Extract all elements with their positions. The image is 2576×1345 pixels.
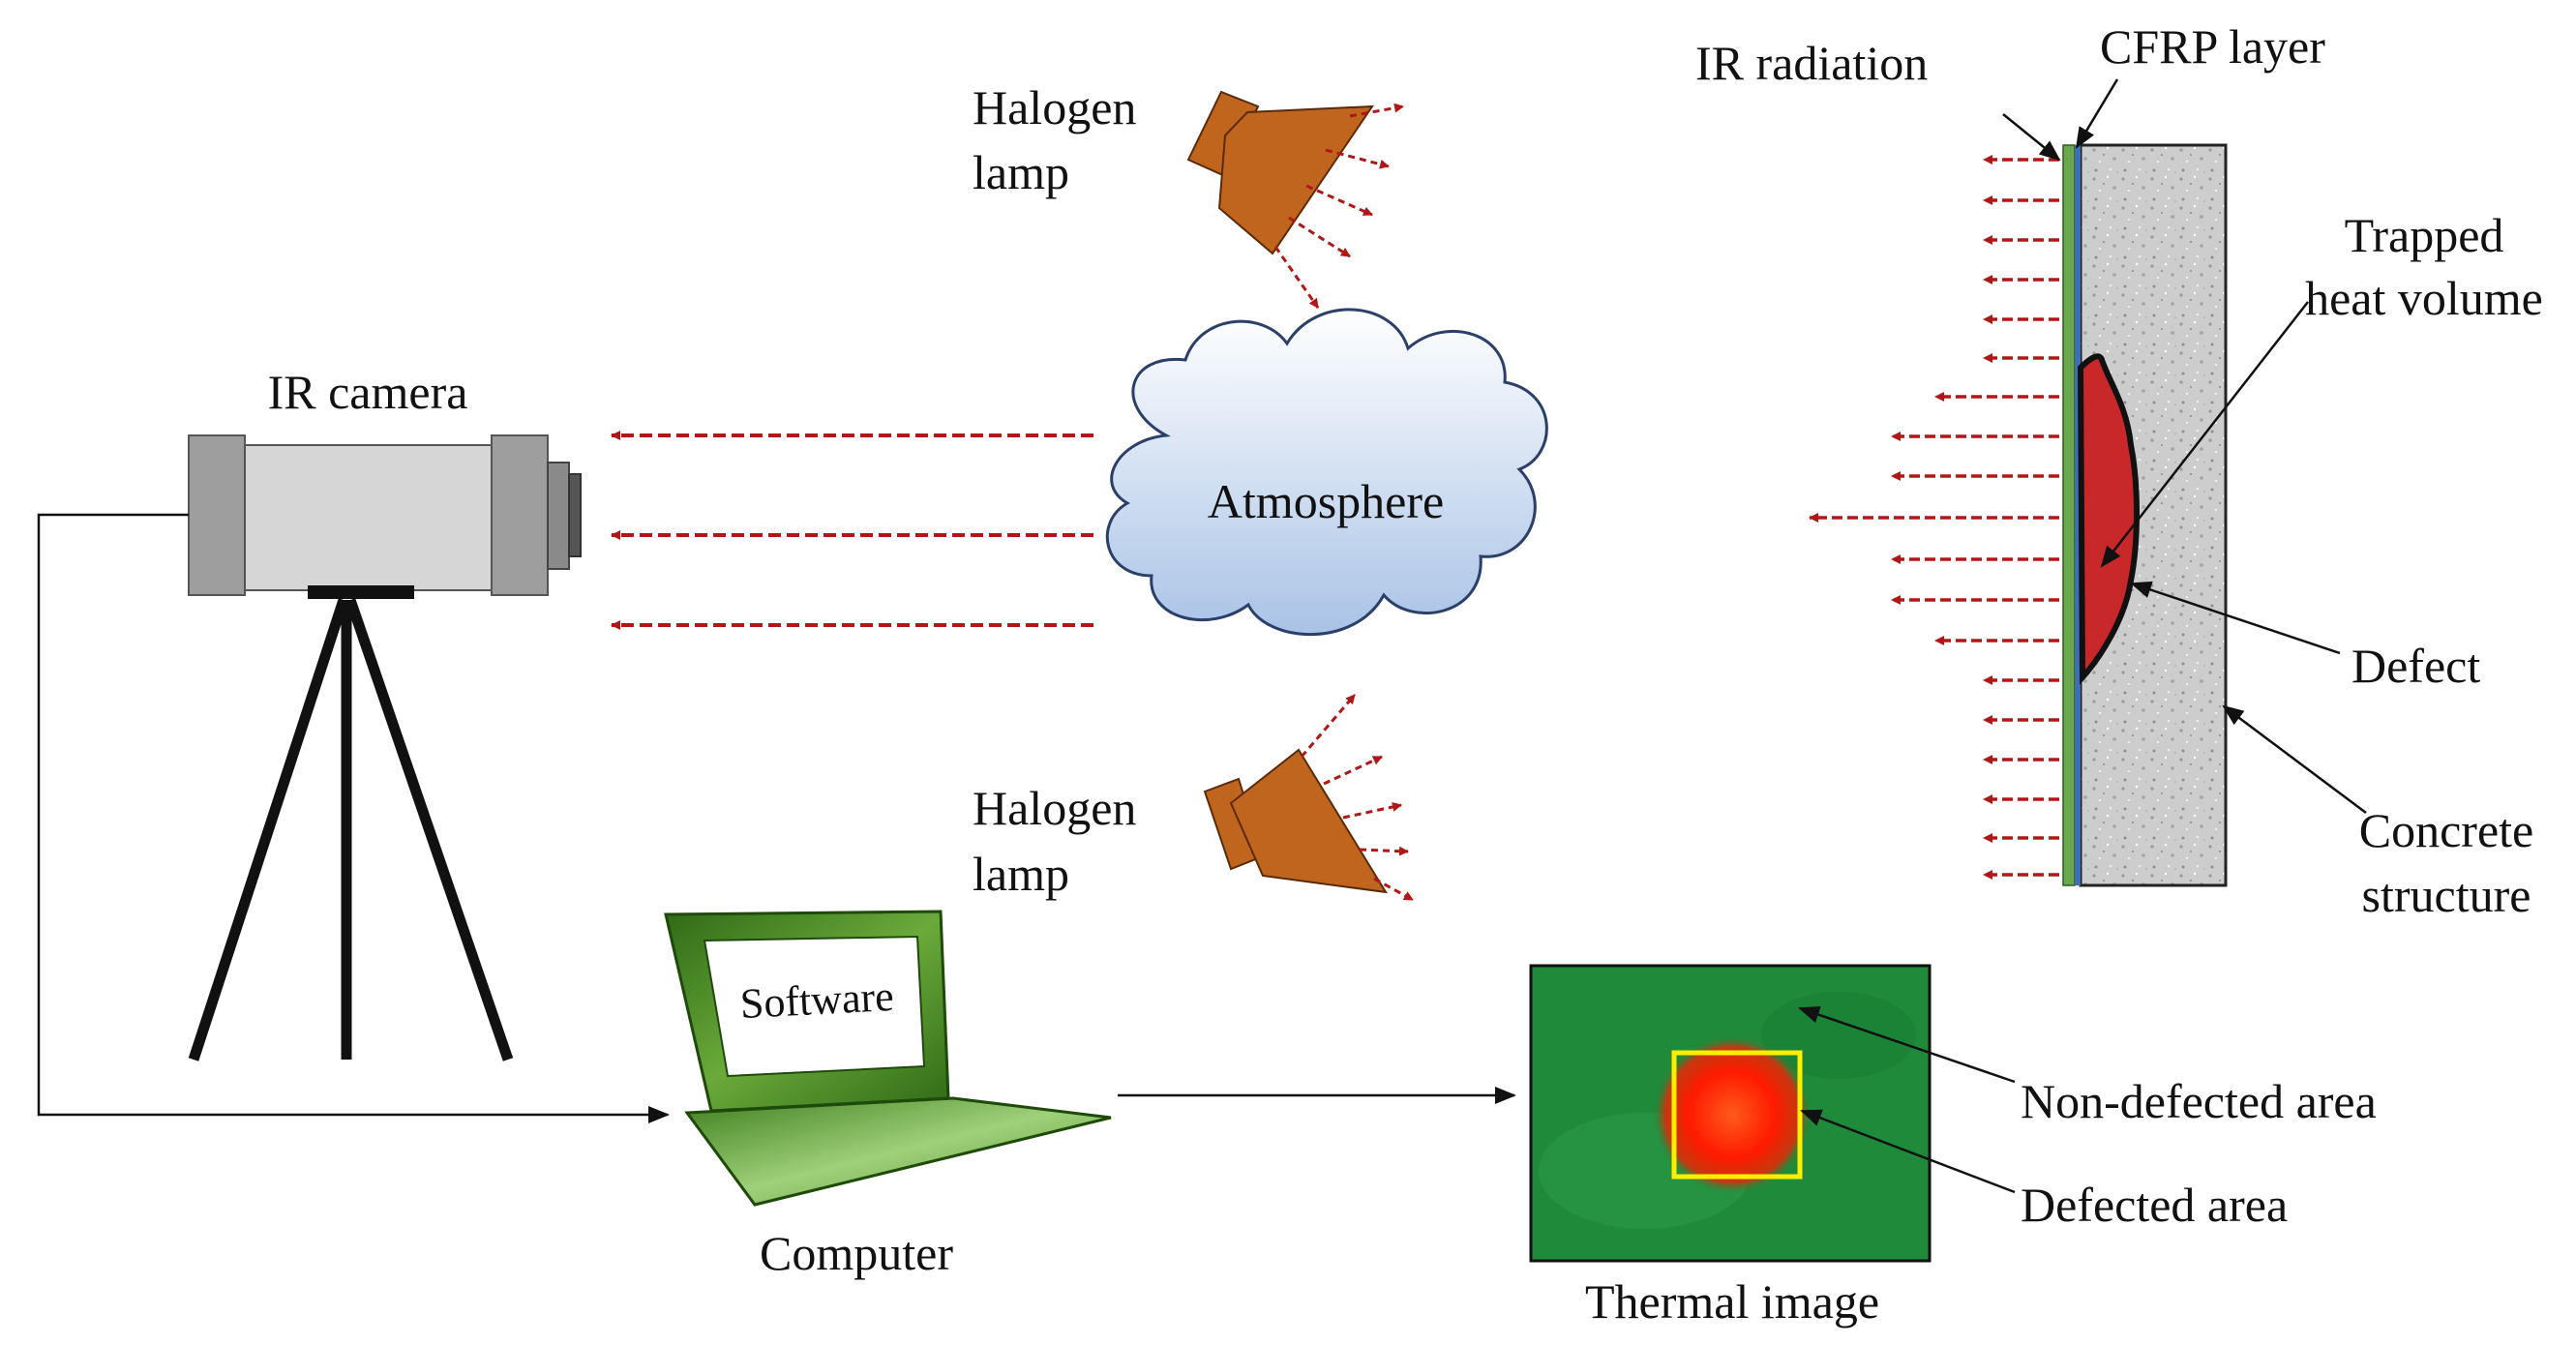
- software-label: Software: [739, 972, 895, 1028]
- cfrp-layer-blue: [2075, 145, 2081, 885]
- cfrp-layer-label: CFRP layer: [2100, 19, 2325, 74]
- ir-radiation-pointer: [2002, 113, 2061, 162]
- ir-camera-group: IR camera: [188, 365, 582, 1061]
- camera-lens: [568, 473, 582, 557]
- computer-label: Computer: [760, 1226, 953, 1280]
- defect-pointer: [2130, 581, 2341, 655]
- thermal-image: Thermal image: [1529, 964, 1932, 1329]
- thermal-annotations: Non-defected area Defected area: [1798, 1005, 2377, 1232]
- camera-lens-ring: [547, 462, 570, 570]
- surface-radiation-arrows: [1809, 155, 2059, 880]
- halogen-lamp-bottom-label-1: Halogen: [973, 781, 1136, 835]
- camera-computer-cable: [37, 513, 670, 1123]
- defect-label: Defect: [2351, 639, 2480, 693]
- lamp-top-reflector: [1217, 105, 1374, 255]
- thermal-hot-spot: [1653, 1035, 1812, 1194]
- trapped-heat-label-2: heat volume: [2305, 271, 2543, 325]
- incoming-radiation-arrows: [611, 431, 1093, 630]
- camera-right-flange: [491, 434, 549, 596]
- defected-area-box: [1671, 1050, 1803, 1180]
- halogen-lamp-top-label-2: lamp: [973, 145, 1069, 199]
- specimen-annotations: IR radiation CFRP layer Trapped heat vol…: [1695, 19, 2543, 922]
- thermal-image-label: Thermal image: [1585, 1274, 1879, 1329]
- atmosphere-label: Atmosphere: [1208, 474, 1444, 528]
- lamp-ray: [1323, 755, 1383, 786]
- ir-camera-label: IR camera: [268, 365, 468, 419]
- laptop-base: [684, 1096, 1112, 1207]
- lamp-ray: [1300, 694, 1357, 758]
- non-defected-area-pointer: [1798, 1005, 2016, 1084]
- halogen-lamp-bottom-label-2: lamp: [973, 847, 1069, 901]
- laptop-screen: [703, 935, 926, 1078]
- defect-region: [2077, 353, 2140, 685]
- lamp-bottom-reflector: [1229, 748, 1388, 894]
- concrete-pointer: [2222, 704, 2367, 815]
- cloud-shape: [1105, 308, 1548, 637]
- ir-radiation-label: IR radiation: [1695, 36, 1928, 90]
- concrete-label-2: structure: [2362, 868, 2531, 922]
- camera-body: [241, 444, 504, 591]
- halogen-lamp-top-label-1: Halogen: [973, 80, 1136, 134]
- lamp-ray: [1342, 802, 1402, 820]
- concrete-label-1: Concrete: [2359, 803, 2533, 857]
- defected-area-pointer: [1800, 1109, 2016, 1194]
- defected-area-label: Defected area: [2021, 1178, 2288, 1232]
- camera-left-flange: [188, 434, 246, 596]
- lamp-ray: [1349, 103, 1404, 118]
- halogen-lamp-top: Halogen lamp: [973, 80, 1404, 309]
- tripod-left-leg: [188, 598, 349, 1061]
- lamp-ray: [1288, 216, 1351, 258]
- lamp-ray: [1305, 184, 1373, 217]
- tripod-right-leg: [344, 598, 514, 1061]
- halogen-lamp-bottom: Halogen lamp: [973, 694, 1414, 902]
- cfrp-layer-green: [2062, 144, 2076, 886]
- lamp-top-socket: [1186, 90, 1260, 178]
- lamp-ray: [1273, 246, 1320, 309]
- non-defected-area-label: Non-defected area: [2021, 1074, 2377, 1128]
- computer-laptop: Software Computer: [664, 910, 1112, 1280]
- specimen-cross-section: [2062, 143, 2228, 887]
- camera-mount: [308, 585, 414, 599]
- lamp-ray: [1373, 877, 1414, 902]
- trapped-heat-label-1: Trapped: [2345, 208, 2504, 262]
- cfrp-layer-pointer: [2075, 78, 2119, 149]
- lamp-ray: [1359, 846, 1409, 856]
- atmosphere-cloud: Atmosphere: [1105, 308, 1548, 637]
- trapped-heat-pointer: [2100, 301, 2309, 568]
